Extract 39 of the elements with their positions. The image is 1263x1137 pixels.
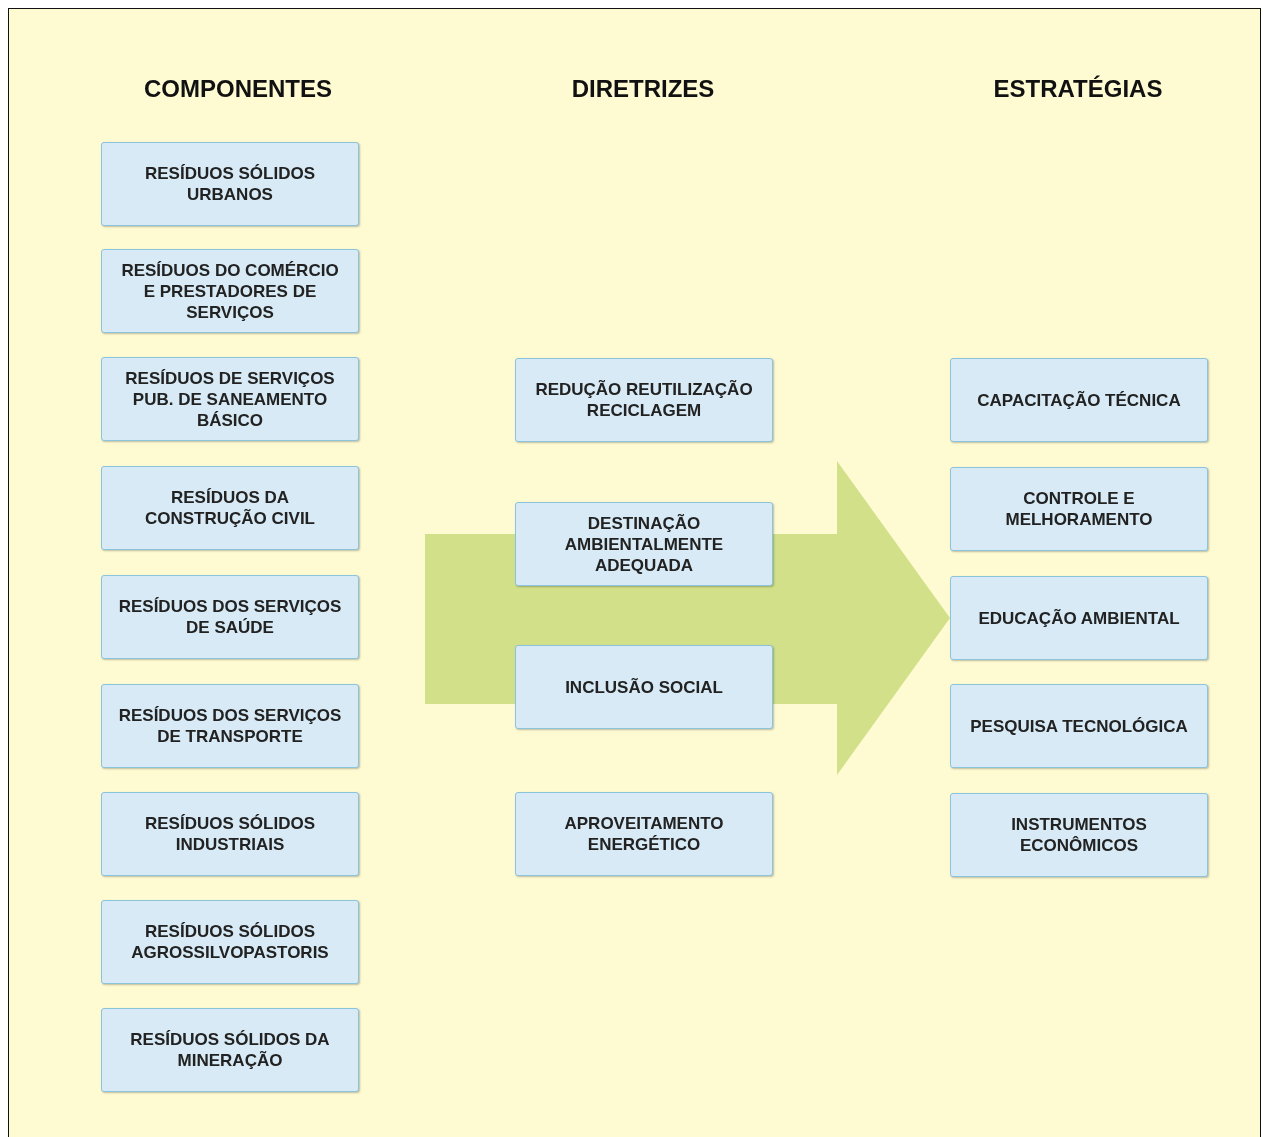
process-box: [101, 249, 359, 333]
box-text: RESÍDUOS DA CONSTRUÇÃO CIVIL: [144, 487, 316, 529]
box-text: APROVEITAMENTO ENERGÉTICO: [563, 813, 725, 855]
box-text: DESTINAÇÃO AMBIENTALMENTE ADEQUADA: [563, 512, 725, 576]
box-text: INCLUSÃO SOCIAL: [565, 676, 723, 698]
box-text: EDUCAÇÃO AMBIENTAL: [978, 607, 1180, 629]
process-box: [950, 358, 1208, 442]
process-box: [101, 142, 359, 226]
column-heading: DIRETRIZES: [570, 75, 716, 103]
process-box: [101, 792, 359, 876]
box-text: RESÍDUOS DOS SERVIÇOS DE TRANSPORTE: [117, 705, 343, 747]
box-text: RESÍDUOS DO COMÉRCIO E PRESTADORES DE SERVIÇOS: [120, 259, 340, 323]
column-heading: COMPONENTES: [143, 75, 333, 103]
process-box: [950, 467, 1208, 551]
process-box: [950, 684, 1208, 768]
process-box: [101, 575, 359, 659]
box-text: REDUÇÃO REUTILIZAÇÃO RECICLAGEM: [534, 379, 754, 421]
box-text: CONTROLE E MELHORAMENTO: [1004, 488, 1154, 530]
box-text: RESÍDUOS DOS SERVIÇOS DE SAÚDE: [117, 596, 343, 638]
box-text: RESÍDUOS DE SERVIÇOS PUB. DE SANEAMENTO BÁSICO: [124, 367, 336, 431]
process-box: [515, 645, 773, 729]
process-box: [101, 1008, 359, 1092]
process-box: [101, 357, 359, 441]
box-text: RESÍDUOS SÓLIDOS INDUSTRIAIS: [144, 813, 316, 855]
process-box: [515, 792, 773, 876]
process-box: [950, 793, 1208, 877]
box-text: PESQUISA TECNOLÓGICA: [970, 715, 1188, 737]
column-heading: ESTRATÉGIAS: [992, 75, 1164, 103]
box-text: RESÍDUOS SÓLIDOS URBANOS: [144, 163, 316, 205]
process-box: [101, 684, 359, 768]
box-text: RESÍDUOS SÓLIDOS AGROSSILVOPASTORIS: [130, 921, 330, 963]
process-box: [950, 576, 1208, 660]
box-text: CAPACITAÇÃO TÉCNICA: [977, 389, 1181, 411]
process-box: [515, 502, 773, 586]
process-box: [101, 900, 359, 984]
process-box: [101, 466, 359, 550]
process-box: [515, 358, 773, 442]
box-text: INSTRUMENTOS ECONÔMICOS: [1010, 814, 1148, 856]
box-text: RESÍDUOS SÓLIDOS DA MINERAÇÃO: [129, 1029, 331, 1071]
